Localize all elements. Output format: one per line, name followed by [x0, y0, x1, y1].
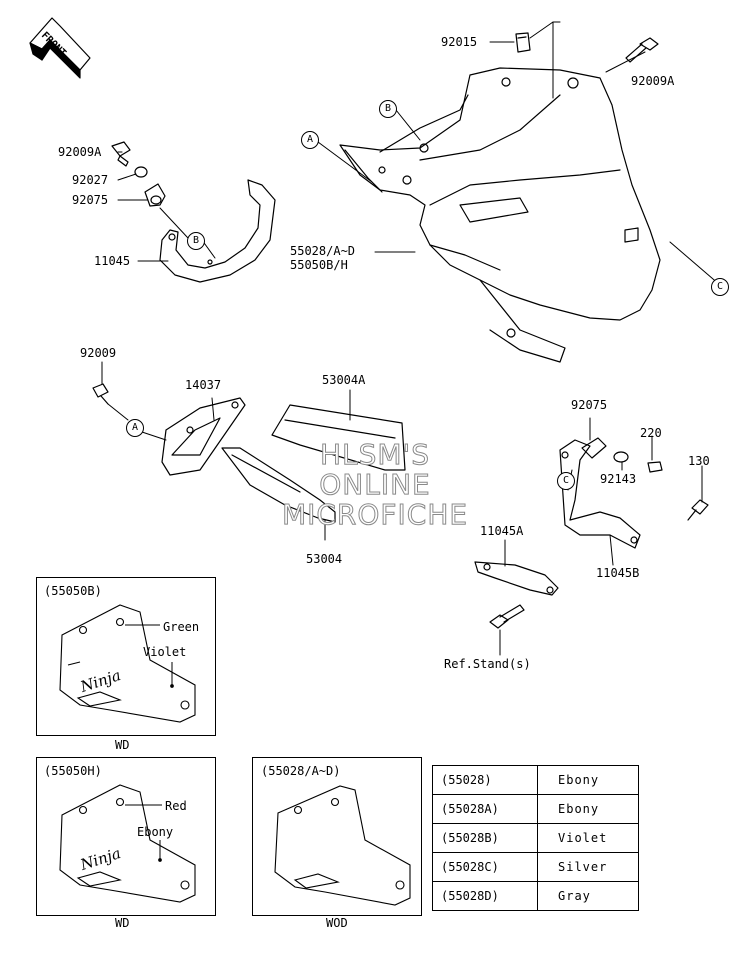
part-92143: 92143	[600, 472, 637, 486]
inset-55050h-code: (55050H)	[44, 764, 102, 778]
inset-55050b-code: (55050B)	[44, 584, 102, 598]
bracket-11045b-drawing	[559, 437, 709, 549]
callout-a-14037: A	[126, 419, 144, 437]
part-ref-stand: Ref.Stand(s)	[444, 657, 531, 671]
bracket-11045-drawing	[159, 179, 276, 283]
inset-panel-55028	[252, 757, 422, 916]
part-92075-right: 92075	[571, 398, 608, 412]
part-14037: 14037	[185, 378, 222, 392]
color-table-color: Silver	[537, 852, 639, 882]
inset-55050b-color2: Violet	[143, 645, 187, 659]
color-table-code: (55028)	[432, 765, 538, 795]
part-11045: 11045	[94, 254, 131, 268]
part-53004a: 53004A	[322, 373, 366, 387]
pad-53004-drawing	[221, 447, 336, 523]
lower-cowl-drawing	[339, 67, 661, 363]
part-55050: 55050B/H	[290, 258, 348, 272]
callout-c-bracket: C	[557, 472, 575, 490]
watermark-line-1: HLSM'S	[319, 438, 431, 471]
color-table: (55028) Ebony (55028A) Ebony (55028B) Vi…	[432, 765, 639, 911]
inset-55050h-caption: WD	[115, 916, 130, 930]
color-table-color: Ebony	[537, 765, 639, 795]
part-55028: 55028/A~D	[290, 244, 356, 258]
inset-leaders	[125, 624, 173, 860]
part-220: 220	[640, 426, 662, 440]
table-row: (55028A) Ebony	[432, 794, 639, 824]
watermark-line-3: MICROFICHE	[281, 498, 469, 531]
color-table-color: Gray	[537, 881, 639, 911]
table-row: (55028) Ebony	[432, 765, 639, 795]
inset-55028-cowl-drawing	[274, 785, 411, 906]
inset-panel-55050b	[36, 577, 216, 736]
front-arrow-icon	[29, 17, 91, 79]
callout-a-cowl: A	[301, 131, 319, 149]
color-table-code: (55028D)	[432, 881, 538, 911]
color-table-code: (55028A)	[432, 794, 538, 824]
inset-55028-caption: WOD	[326, 916, 348, 930]
color-table-code: (55028B)	[432, 823, 538, 853]
part-11045b: 11045B	[596, 566, 640, 580]
part-92009: 92009	[80, 346, 117, 360]
plate-11045a-drawing	[474, 561, 559, 629]
part-53004: 53004	[306, 552, 343, 566]
watermark-line-2: ONLINE	[319, 468, 431, 501]
callout-b-bracket: B	[379, 100, 397, 118]
inset-55050b-cowl-drawing	[59, 604, 196, 723]
table-row: (55028D) Gray	[432, 881, 639, 911]
part-92015: 92015	[441, 35, 478, 49]
inset-55050h-cowl-drawing	[59, 784, 196, 903]
color-table-color: Ebony	[537, 794, 639, 824]
bracket-14037-drawing	[161, 397, 246, 476]
inset-55050b-color1: Green	[163, 620, 200, 634]
part-11045a: 11045A	[480, 524, 524, 538]
inset-panel-55050h	[36, 757, 216, 916]
part-92009a-left: 92009A	[58, 145, 102, 159]
inset-55050h-color2: Ebony	[137, 825, 174, 839]
part-130: 130	[688, 454, 710, 468]
callout-b-11045: B	[187, 232, 205, 250]
callout-c-cowl: C	[711, 278, 729, 296]
leader-lines	[101, 21, 721, 656]
bolt-92009a-left-drawing	[111, 141, 166, 207]
inset-55050h-color1: Red	[165, 799, 187, 813]
bolt-92009-drawing	[92, 383, 109, 405]
color-table-color: Violet	[537, 823, 639, 853]
inset-55050b-caption: WD	[115, 738, 130, 752]
watermark: HLSM'S ONLINE MICROFICHE	[268, 438, 482, 531]
inset-55028-code: (55028/A~D)	[261, 764, 341, 778]
bolt-92009a-top-drawing	[625, 37, 659, 63]
pad-53004a-drawing	[271, 404, 406, 471]
part-92027: 92027	[72, 173, 109, 187]
part-92009a-top: 92009A	[631, 74, 675, 88]
color-table-code: (55028C)	[432, 852, 538, 882]
clip-92015-drawing	[515, 32, 531, 53]
table-row: (55028C) Silver	[432, 852, 639, 882]
table-row: (55028B) Violet	[432, 823, 639, 853]
part-92075-left: 92075	[72, 193, 109, 207]
